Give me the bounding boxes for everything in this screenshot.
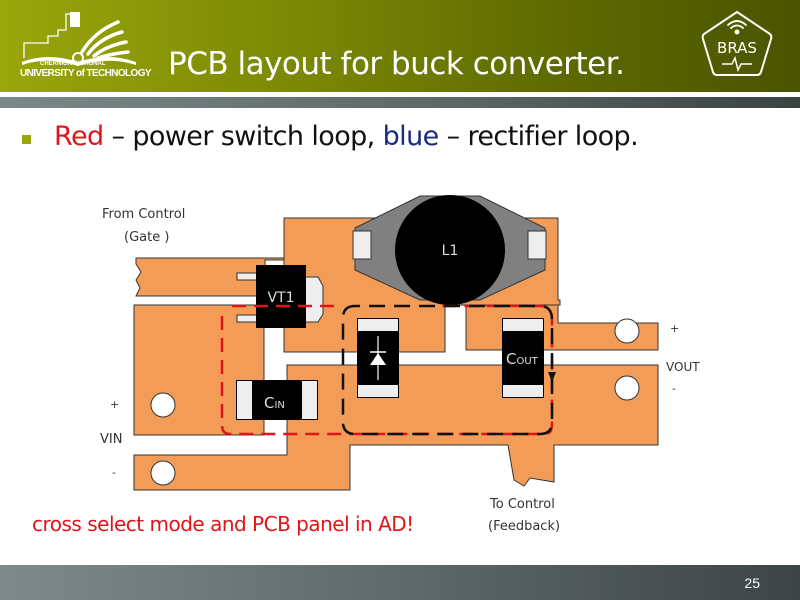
vout-minus-hole bbox=[614, 375, 640, 401]
page-number: 25 bbox=[744, 575, 760, 591]
slide-footer bbox=[0, 565, 800, 600]
bras-logo-text: BRAS bbox=[717, 39, 757, 57]
to-control-label: To Control bbox=[490, 497, 555, 512]
gate-label: (Gate ) bbox=[124, 230, 170, 245]
university-name-line1: CHERNIGIV NATIONAL bbox=[40, 61, 106, 67]
vout-plus-label: + bbox=[670, 322, 680, 335]
transistor-label: VT1 bbox=[267, 290, 294, 306]
cin-label: CIN bbox=[264, 394, 285, 412]
university-name-line2: UNIVERSITY of TECHNOLOGY bbox=[20, 68, 152, 79]
feedback-label: (Feedback) bbox=[488, 519, 561, 534]
bullet-marker bbox=[22, 135, 31, 144]
bullet-text: Red – power switch loop, blue – rectifie… bbox=[54, 121, 639, 152]
blue-word: blue bbox=[382, 121, 440, 152]
rectifier-diode bbox=[357, 318, 399, 398]
note-text: cross select mode and PCB panel in AD! bbox=[32, 512, 414, 536]
vout-plus-hole bbox=[614, 318, 640, 344]
bullet-middle-text: – power switch loop, bbox=[103, 121, 383, 152]
inductor-l1: L1 bbox=[352, 195, 547, 305]
red-word: Red bbox=[54, 121, 104, 152]
bras-logo-icon: BRAS bbox=[701, 10, 773, 76]
vout-minus-label: - bbox=[672, 382, 676, 395]
vin-plus-label: + bbox=[110, 398, 120, 411]
transistor-vt1: VT1 bbox=[236, 265, 324, 328]
slide-title: PCB layout for buck converter. bbox=[168, 46, 625, 82]
vin-plus-hole bbox=[150, 392, 176, 418]
inductor-label: L1 bbox=[442, 243, 459, 259]
vin-minus-hole bbox=[150, 460, 176, 486]
slide-header bbox=[0, 0, 800, 92]
cout-label: COUT bbox=[506, 350, 539, 368]
output-capacitor: COUT bbox=[502, 318, 544, 398]
from-control-label: From Control bbox=[102, 207, 186, 222]
vin-minus-label: - bbox=[112, 466, 116, 479]
rectifier-loop bbox=[341, 304, 554, 436]
input-capacitor: CIN bbox=[236, 380, 318, 420]
power-switch-loop bbox=[220, 304, 554, 436]
header-divider bbox=[0, 97, 800, 108]
loop-arrow-icon bbox=[548, 372, 556, 382]
vin-label: VIN bbox=[100, 432, 123, 447]
university-logo-icon bbox=[22, 12, 136, 66]
bullet-end-text: – rectifier loop. bbox=[438, 121, 639, 152]
vout-label: VOUT bbox=[666, 360, 700, 374]
